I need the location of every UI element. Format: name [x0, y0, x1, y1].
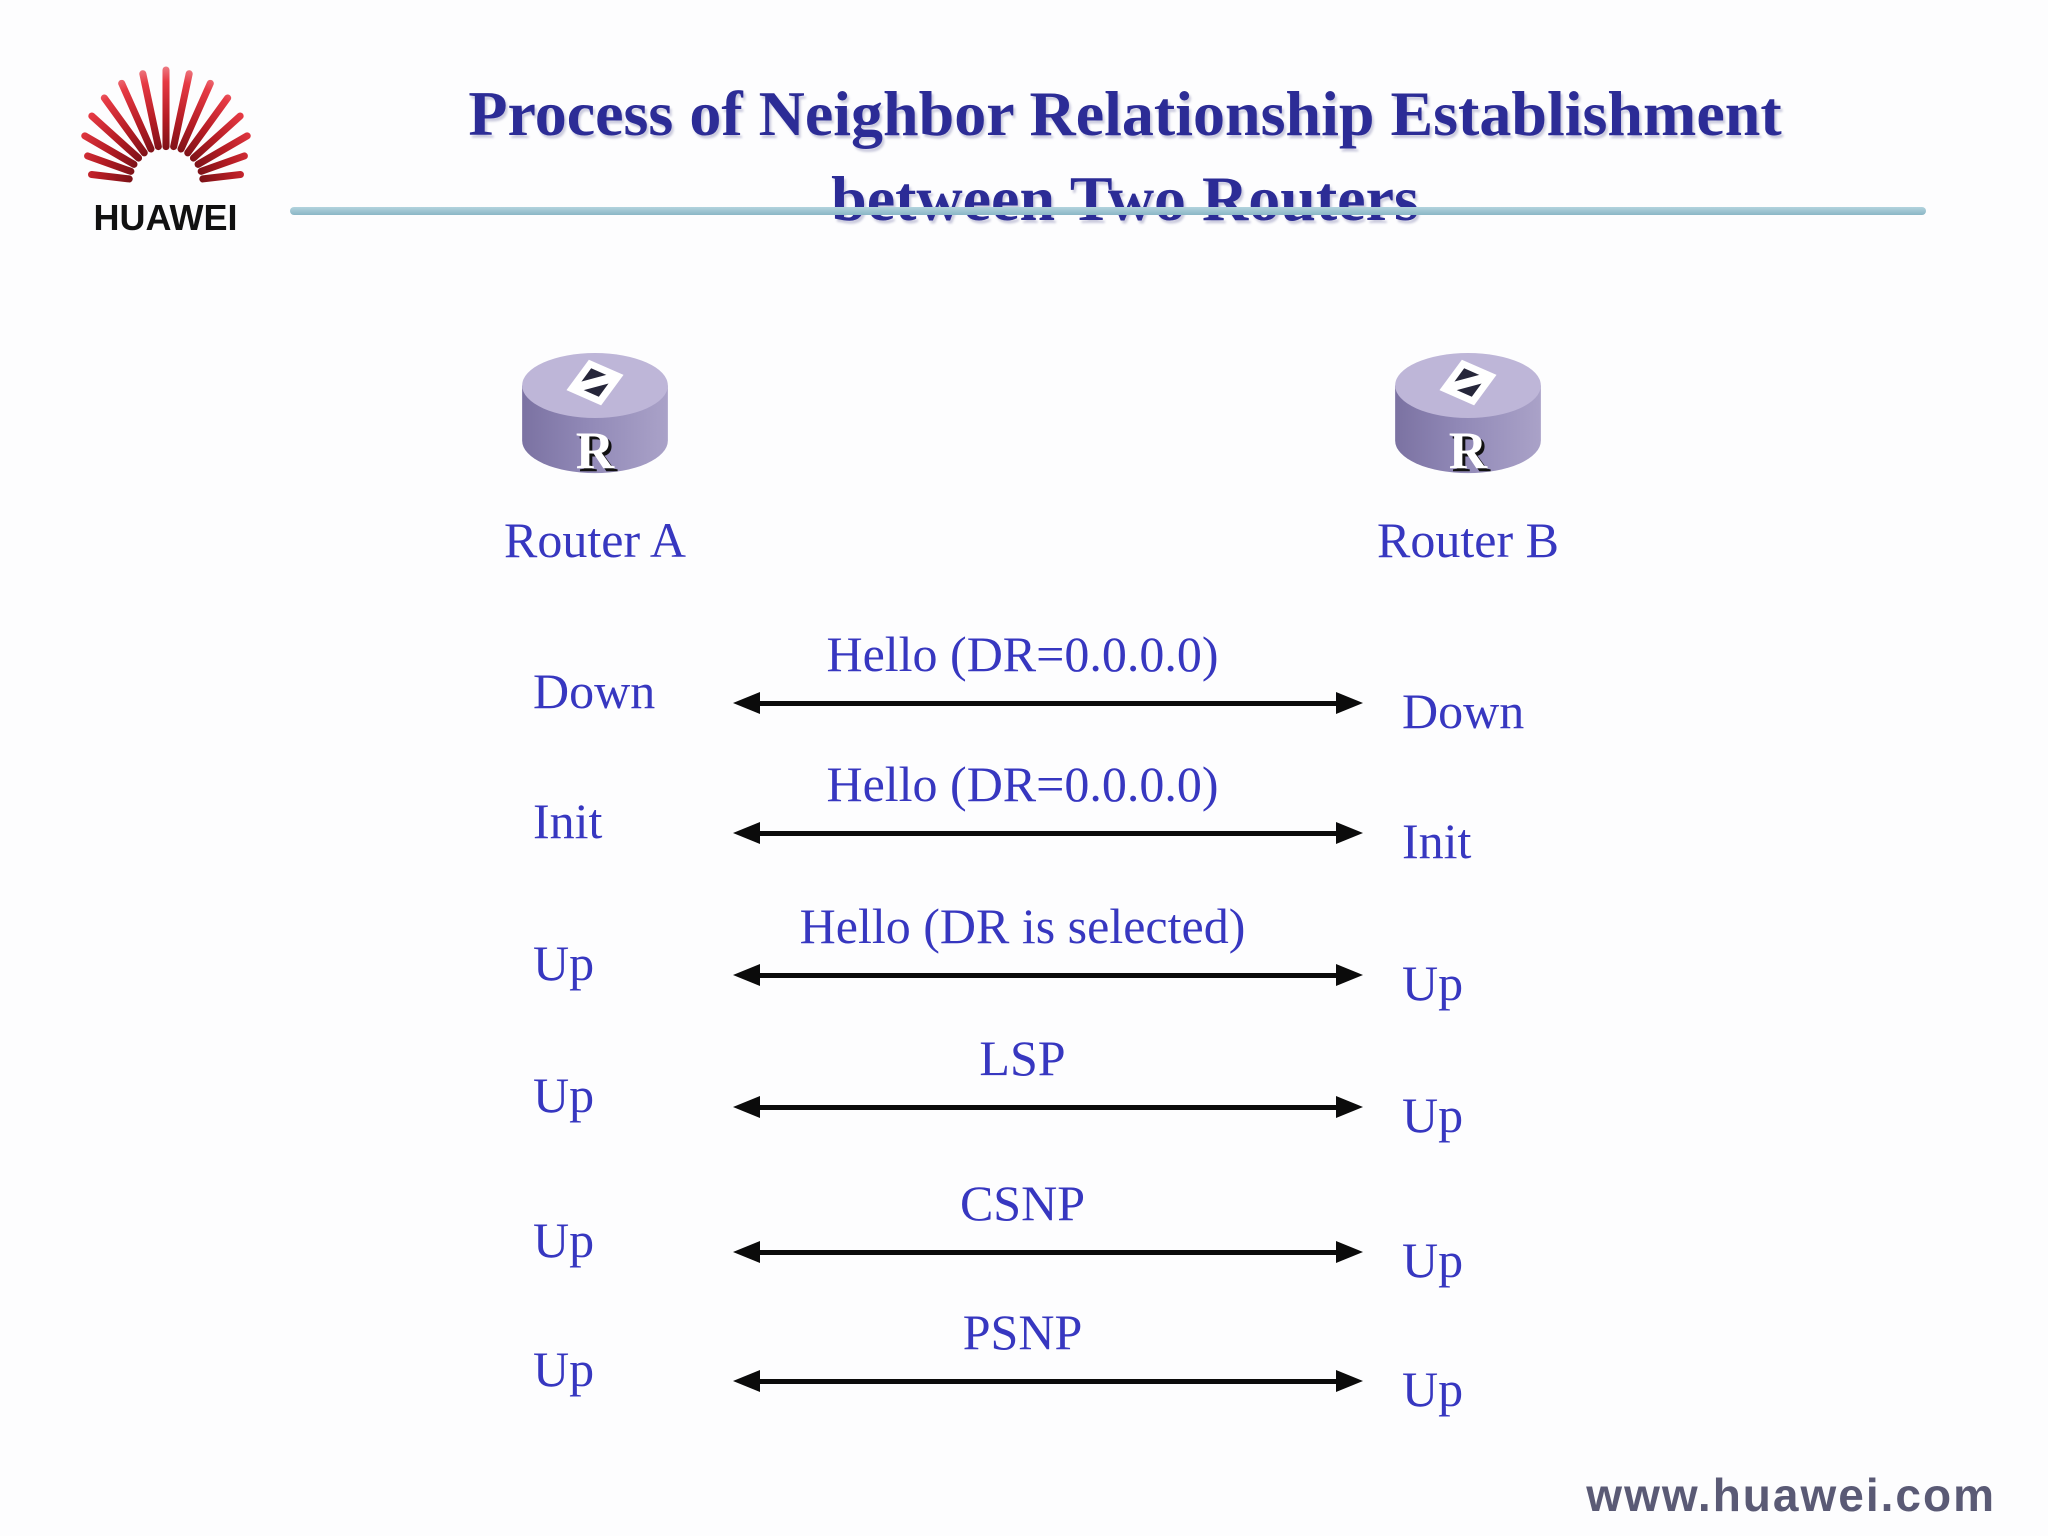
arrow-left-head-icon — [733, 822, 760, 844]
state-label-left: Up — [533, 1067, 595, 1123]
arrow-left-head-icon — [733, 1241, 760, 1263]
arrow-shaft — [747, 1250, 1349, 1255]
arrow-right-head-icon — [1336, 1241, 1363, 1263]
state-label-left: Up — [533, 1212, 595, 1268]
title-line-1: Process of Neighbor Relationship Establi… — [468, 77, 1782, 149]
state-label-right: Init — [1402, 813, 1472, 869]
arrow-left-head-icon — [733, 1370, 760, 1392]
state-label-right: Up — [1402, 1361, 1464, 1417]
router-letter-shadow: R — [1452, 425, 1491, 480]
huawei-logo-text: HUAWEI — [93, 197, 238, 238]
arrow-right-head-icon — [1336, 822, 1363, 844]
arrow-right-head-icon — [1336, 1096, 1363, 1118]
state-label-left: Up — [533, 935, 595, 991]
router-a-label: Router A — [504, 512, 686, 568]
state-label-right: Up — [1402, 955, 1464, 1011]
arrow-left-head-icon — [733, 964, 760, 986]
router-letter: R — [1449, 422, 1488, 480]
router-a: R R Router A — [495, 352, 695, 569]
message-label: Hello (DR is selected) — [799, 898, 1246, 954]
arrow-left-head-icon — [733, 692, 760, 714]
arrow-shaft — [747, 1379, 1349, 1384]
router-icon: R R — [1395, 352, 1541, 483]
message-label: PSNP — [962, 1304, 1083, 1360]
router-icon: R R — [522, 352, 668, 483]
state-label-right: Up — [1402, 1232, 1464, 1288]
diamond-icon — [566, 359, 624, 406]
router-letter: R — [576, 422, 615, 480]
message-label: Hello (DR=0.0.0.0) — [826, 756, 1219, 812]
page-title: Process of Neighbor Relationship Establi… — [250, 71, 2000, 241]
arrow-left-head-icon — [733, 1096, 760, 1118]
arrow-shaft — [747, 831, 1349, 836]
message-label: CSNP — [959, 1175, 1086, 1231]
arrow-right-head-icon — [1336, 692, 1363, 714]
arrow-shaft — [747, 1105, 1349, 1110]
arrow-shaft — [747, 701, 1349, 706]
footer-url: www.huawei.com — [1586, 1469, 1996, 1521]
arrow-shaft — [747, 973, 1349, 978]
router-letter-shadow: R — [579, 425, 618, 480]
diamond-icon — [1439, 359, 1497, 406]
state-label-left: Up — [533, 1341, 595, 1397]
title-line-2: between Two Routers — [831, 162, 1419, 234]
state-label-right: Up — [1402, 1087, 1464, 1143]
state-label-right: Down — [1402, 683, 1525, 739]
state-label-left: Init — [533, 793, 603, 849]
message-label: Hello (DR=0.0.0.0) — [826, 626, 1219, 682]
huawei-logo: HUAWEI — [68, 26, 263, 239]
arrow-right-head-icon — [1336, 1370, 1363, 1392]
huawei-fan-icon — [80, 66, 251, 183]
arrow-right-head-icon — [1336, 964, 1363, 986]
title-divider — [290, 207, 1926, 215]
router-b-label: Router B — [1377, 512, 1559, 568]
state-label-left: Down — [533, 663, 656, 719]
message-label: LSP — [979, 1030, 1066, 1086]
router-b: R R Router B — [1368, 352, 1568, 569]
